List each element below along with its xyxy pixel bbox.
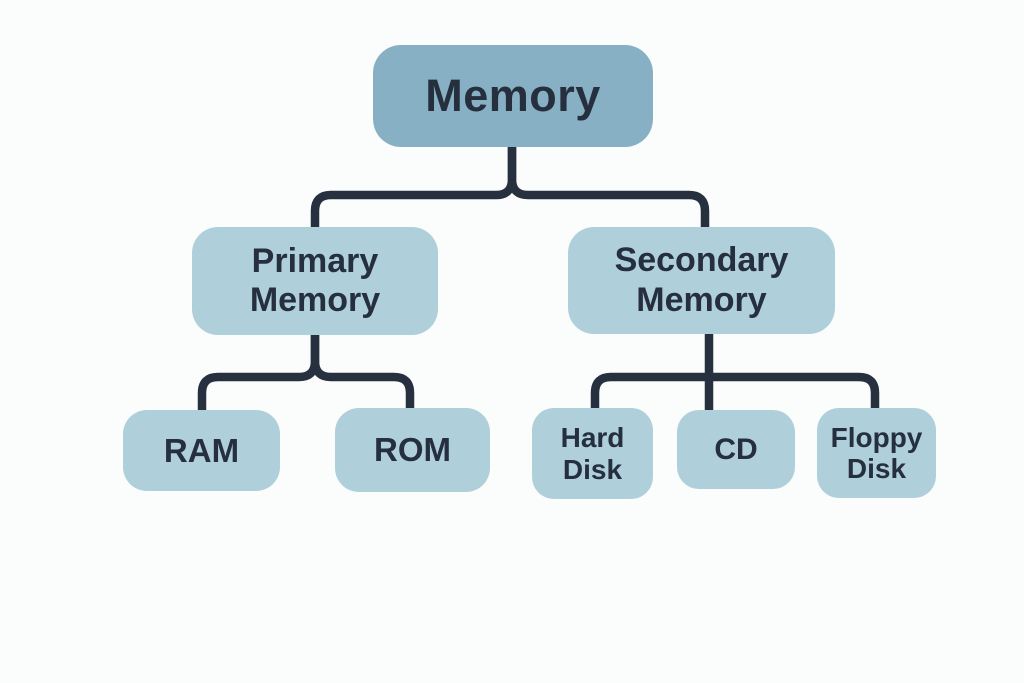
node-cd: CD bbox=[677, 410, 795, 489]
node-rom: ROM bbox=[335, 408, 490, 492]
connector-secondary-hard-disk bbox=[590, 372, 709, 410]
node-primary-memory-label: Primary Memory bbox=[249, 241, 381, 319]
node-secondary-memory: Secondary Memory bbox=[568, 227, 835, 334]
connector-secondary-floppy-disk bbox=[709, 372, 880, 410]
node-secondary-memory-label: Secondary Memory bbox=[614, 241, 789, 319]
connector-memory-secondary bbox=[507, 147, 710, 229]
node-primary-memory: Primary Memory bbox=[192, 227, 438, 335]
node-floppy-disk-label: Floppy Disk bbox=[830, 421, 923, 484]
node-memory: Memory bbox=[373, 45, 653, 147]
node-memory-label: Memory bbox=[425, 70, 601, 121]
node-ram-label: RAM bbox=[163, 431, 240, 469]
node-floppy-disk: Floppy Disk bbox=[817, 408, 936, 498]
connector-primary-ram bbox=[197, 333, 320, 412]
node-cd-label: CD bbox=[714, 432, 758, 466]
connector-primary-rom bbox=[310, 333, 415, 410]
connector-memory-primary bbox=[310, 147, 517, 229]
node-hard-disk: Hard Disk bbox=[532, 408, 653, 499]
node-ram: RAM bbox=[123, 410, 280, 491]
node-rom-label: ROM bbox=[374, 431, 451, 468]
node-hard-disk-label: Hard Disk bbox=[560, 422, 625, 485]
